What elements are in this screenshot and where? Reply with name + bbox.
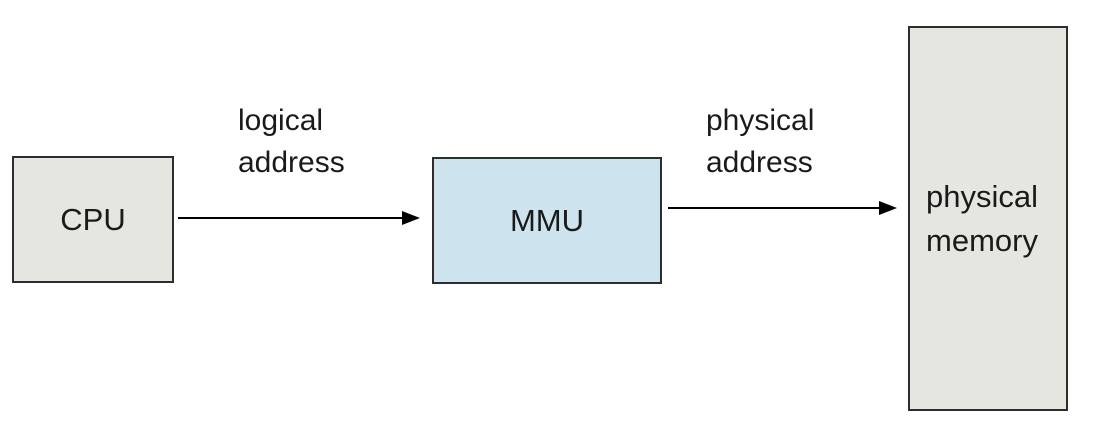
- arrow-line: [178, 217, 402, 219]
- node-physical-memory-label: physical memory: [926, 178, 1038, 258]
- arrow-cpu-to-mmu: [178, 211, 420, 225]
- arrow-mmu-to-memory: [668, 201, 897, 215]
- edge-label-physical-address: physical address: [706, 104, 815, 179]
- node-physical-memory: physical memory: [908, 26, 1068, 411]
- arrow-line: [668, 207, 879, 209]
- arrowhead-right-icon: [402, 211, 420, 225]
- node-cpu: CPU: [12, 156, 174, 283]
- node-cpu-label: CPU: [60, 201, 126, 237]
- node-mmu: MMU: [432, 157, 662, 284]
- arrowhead-right-icon: [879, 201, 897, 215]
- node-mmu-label: MMU: [509, 202, 585, 238]
- edge-label-logical-address: logical address: [238, 104, 345, 179]
